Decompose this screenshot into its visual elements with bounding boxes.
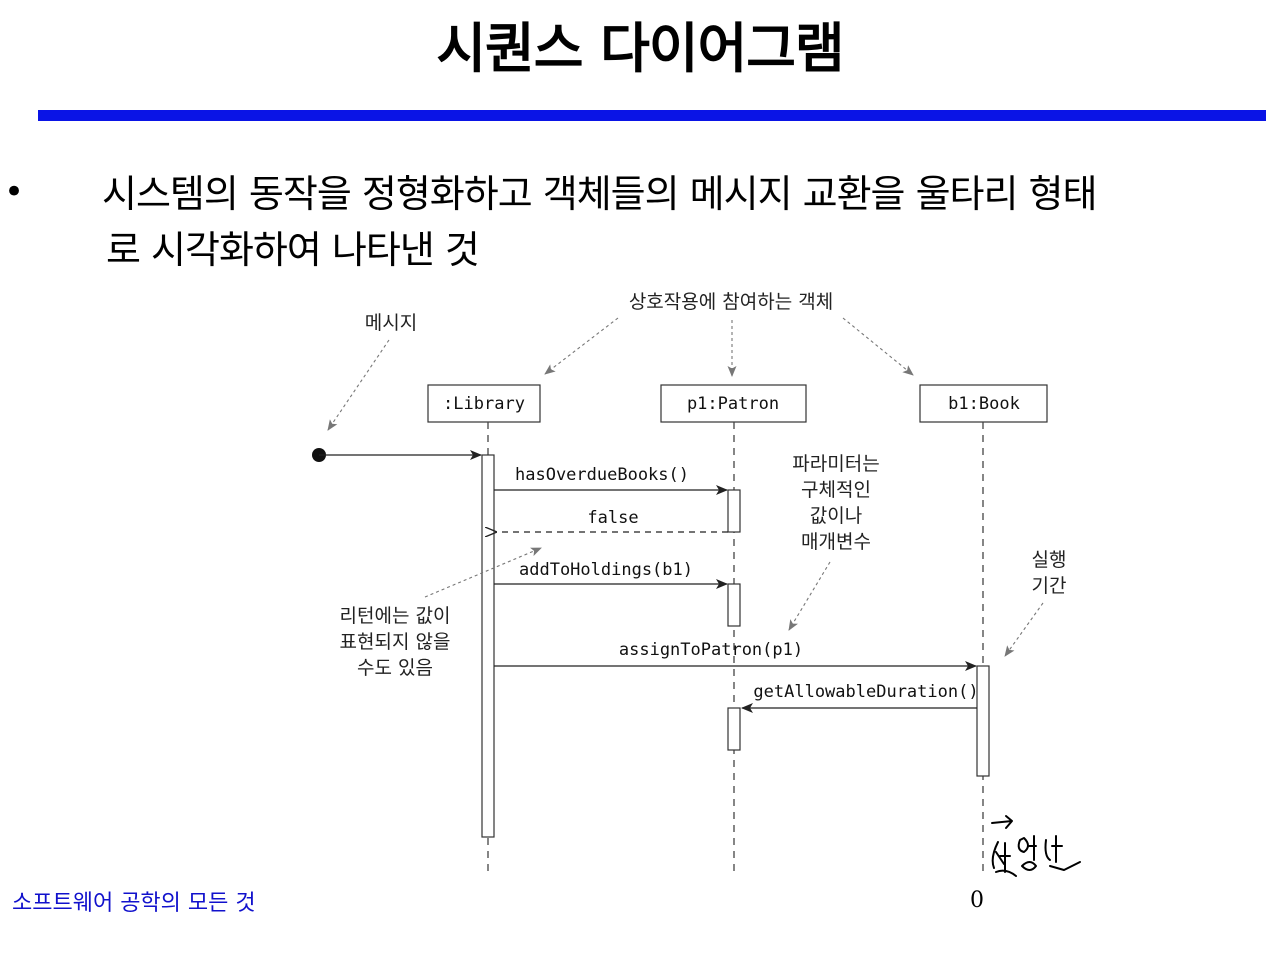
annotation-parameters: 파라미터는 구체적인 값이나 매개변수	[792, 453, 879, 553]
annotation-execution-line-1: 실행	[1032, 549, 1067, 571]
bullet-text: 시스템의 동작을 정형화하고 객체들의 메시지 교환을 울타리 형태 로 시각화…	[102, 166, 1252, 278]
object-book: b1:Book	[919, 384, 1048, 423]
annotation-parameters-line-2: 구체적인	[801, 479, 871, 501]
annotation-return-line-1: 리턴에는 값이	[340, 605, 451, 627]
message-label-5: getAllowableDuration()	[753, 682, 978, 702]
activation-patron-1	[727, 489, 741, 533]
bullet-line-2: 로 시각화하여 나타낸 것	[106, 228, 480, 272]
bullet-line-1: 시스템의 동작을 정형화하고 객체들의 메시지 교환을 울타리 형태	[102, 172, 1097, 216]
annotation-return-pointer	[424, 547, 542, 598]
object-library-label: :Library	[443, 394, 525, 414]
object-patron-label: p1:Patron	[687, 394, 779, 414]
object-book-label: b1:Book	[948, 394, 1020, 414]
activation-book	[976, 665, 990, 777]
annotation-execution-pointer	[1004, 602, 1044, 657]
annotation-participants-pointer-1	[544, 317, 619, 375]
message-label-3: addToHoldings(b1)	[519, 560, 693, 580]
activation-library	[481, 454, 495, 838]
activation-patron-3	[727, 707, 741, 751]
activation-patron-2	[727, 583, 741, 627]
page-number: 0	[970, 888, 984, 913]
annotation-parameters-line-3: 값이나	[810, 505, 862, 527]
footer-book-title: 소프트웨어 공학의 모든 것	[12, 891, 256, 916]
message-label-4: assignToPatron(p1)	[619, 640, 803, 660]
annotation-execution: 실행 기간	[1032, 549, 1067, 597]
annotation-return: 리턴에는 값이 표현되지 않을 수도 있음	[340, 605, 451, 679]
annotation-participants-pointer-3	[842, 317, 914, 376]
object-library: :Library	[427, 384, 541, 423]
annotation-message-pointer	[327, 339, 390, 431]
annotation-parameters-line-4: 매개변수	[801, 531, 871, 553]
handwritten-lifeline-note	[991, 815, 1081, 877]
bullet-marker: •	[4, 172, 25, 212]
annotation-execution-line-2: 기간	[1032, 575, 1067, 597]
annotation-parameters-line-1: 파라미터는	[792, 453, 879, 475]
annotation-return-line-2: 표현되지 않을	[340, 631, 451, 653]
message-label-1: hasOverdueBooks()	[515, 465, 689, 485]
annotation-return-line-3: 수도 있음	[357, 657, 433, 679]
slide-title: 시퀀스 다이어그램	[436, 17, 844, 80]
annotation-message: 메시지	[365, 312, 417, 334]
object-patron: p1:Patron	[660, 384, 807, 423]
return-label-1: false	[587, 508, 638, 528]
annotation-participants: 상호작용에 참여하는 객체	[629, 291, 833, 313]
annotation-parameters-pointer	[788, 561, 831, 631]
title-underline	[38, 110, 1266, 121]
